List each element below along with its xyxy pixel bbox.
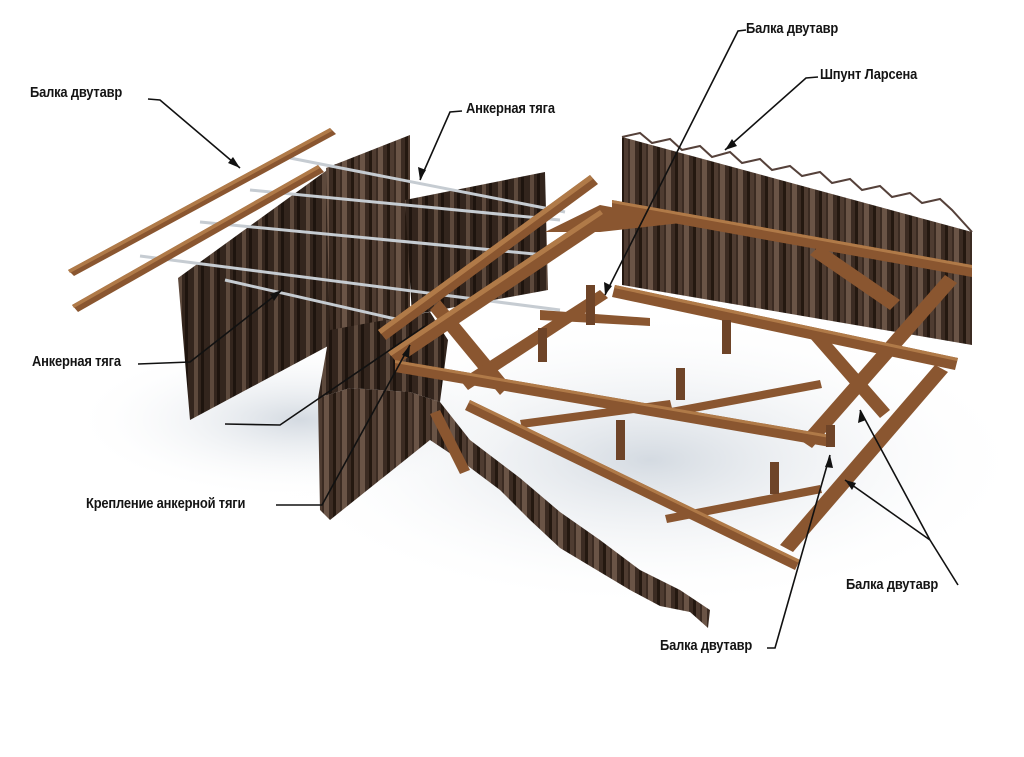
label-tie-rod-top: Анкерная тяга [466,100,555,117]
label-sheet-pile-larsen: Шпунт Ларсена [820,66,918,83]
vertical-posts [538,285,835,494]
label-beam-top-left: Балка двутавр [30,84,123,101]
label-tie-rod-fastening: Крепление анкерной тяги [86,495,246,512]
leader-arrowheads [228,139,866,490]
sheet-pile-top-edge [621,131,973,233]
label-tie-rod-left: Анкерная тяга [32,353,121,370]
loose-beams [68,128,336,312]
label-beam-top-center: Балка двутавр [746,20,839,37]
label-beam-bottom-right: Балка двутавр [846,576,939,593]
label-beam-bottom-center: Балка двутавр [660,637,753,654]
leader-lines [137,29,959,649]
sheet-pile-wall-front [318,388,710,628]
frame-beam-highlights [388,200,972,563]
waler-beam-left [378,175,598,340]
